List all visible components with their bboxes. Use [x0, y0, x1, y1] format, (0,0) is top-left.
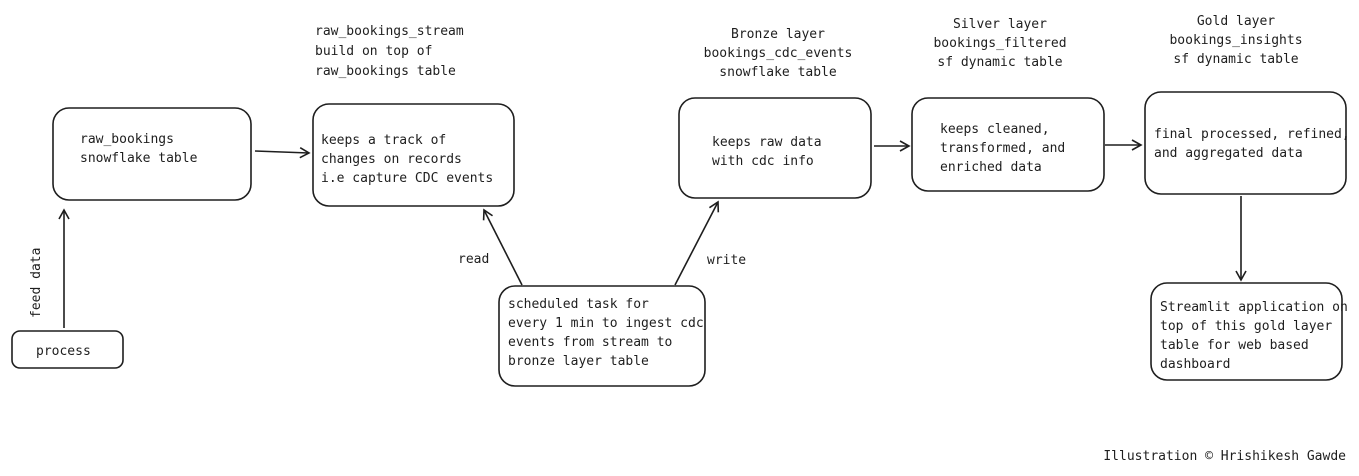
process-box	[11, 330, 124, 369]
read-label: read	[458, 252, 489, 267]
arrow-task-to-stream-read	[482, 208, 523, 286]
bronze-caption: Bronze layer bookings_cdc_events snowflake…	[704, 27, 853, 80]
gold-caption-line: Gold layer	[1197, 14, 1275, 29]
bronze-text-line: with cdc info	[712, 154, 814, 169]
arrow-raw-bookings-to-stream	[254, 146, 311, 159]
gold-text-line: final processed, refined,	[1154, 127, 1350, 142]
streamlit-text-line: dashboard	[1160, 357, 1230, 372]
task-text-line: events from stream to	[508, 335, 672, 350]
raw-bookings-text-line: raw_bookings	[80, 132, 174, 147]
streamlit-text-line: Streamlit application on	[1160, 300, 1348, 315]
silver-text-line: keeps cleaned,	[940, 122, 1050, 137]
task-box	[498, 285, 706, 387]
bronze-caption-line: bookings_cdc_events	[704, 46, 853, 61]
bronze-text: keeps raw data with cdc info	[712, 135, 822, 169]
silver-caption-line: Silver layer	[953, 17, 1047, 32]
bronze-caption-line: snowflake table	[719, 65, 837, 80]
gold-caption-line: bookings_insights	[1169, 33, 1302, 48]
streamlit-box	[1150, 282, 1343, 381]
bronze-text-line: keeps raw data	[712, 135, 822, 150]
streamlit-text-line: table for web based	[1160, 338, 1309, 353]
silver-caption-line: bookings_filtered	[933, 36, 1066, 51]
silver-text: keeps cleaned, transformed, and enriched d…	[940, 122, 1065, 175]
stream-text-line: keeps a track of	[321, 133, 446, 148]
raw-bookings-box	[52, 107, 252, 201]
task-text-line: scheduled task for	[508, 297, 649, 312]
bronze-caption-line: Bronze layer	[731, 27, 825, 42]
silver-text-line: enriched data	[940, 160, 1042, 175]
silver-text-line: transformed, and	[940, 141, 1065, 156]
task-text-line: every 1 min to ingest cdc	[508, 316, 704, 331]
credit-text: Illustration © Hrishikesh Gawde	[1103, 449, 1346, 464]
stream-text: keeps a track of changes on records i.e ca…	[321, 133, 493, 186]
silver-box	[911, 97, 1105, 192]
stream-caption-line: raw_bookings table	[315, 64, 456, 79]
write-label: write	[707, 253, 746, 268]
stream-text-line: changes on records	[321, 152, 462, 167]
task-text: scheduled task for every 1 min to ingest …	[508, 297, 704, 369]
stream-caption-line: raw_bookings_stream	[315, 24, 464, 39]
bronze-box	[678, 97, 872, 199]
silver-caption-line: sf dynamic table	[937, 55, 1062, 70]
raw-bookings-text-line: snowflake table	[80, 151, 198, 166]
arrow-task-to-bronze-write	[674, 200, 720, 286]
process-text-line: process	[36, 344, 91, 359]
gold-caption-line: sf dynamic table	[1173, 52, 1298, 67]
streamlit-text-line: top of this gold layer	[1160, 319, 1332, 334]
process-text: process	[36, 344, 91, 359]
streamlit-text: Streamlit application on top of this gold…	[1160, 300, 1348, 372]
stream-text-line: i.e capture CDC events	[321, 171, 493, 186]
raw-bookings-text: raw_bookings snowflake table	[80, 132, 198, 166]
stream-caption-line: build on top of	[315, 44, 432, 59]
feed-data-label: feed data	[29, 248, 44, 318]
task-text-line: bronze layer table	[508, 354, 649, 369]
gold-box	[1144, 91, 1347, 195]
stream-box	[312, 103, 515, 207]
gold-text-line: and aggregated data	[1154, 146, 1303, 161]
gold-text: final processed, refined, and aggregated …	[1154, 127, 1350, 161]
